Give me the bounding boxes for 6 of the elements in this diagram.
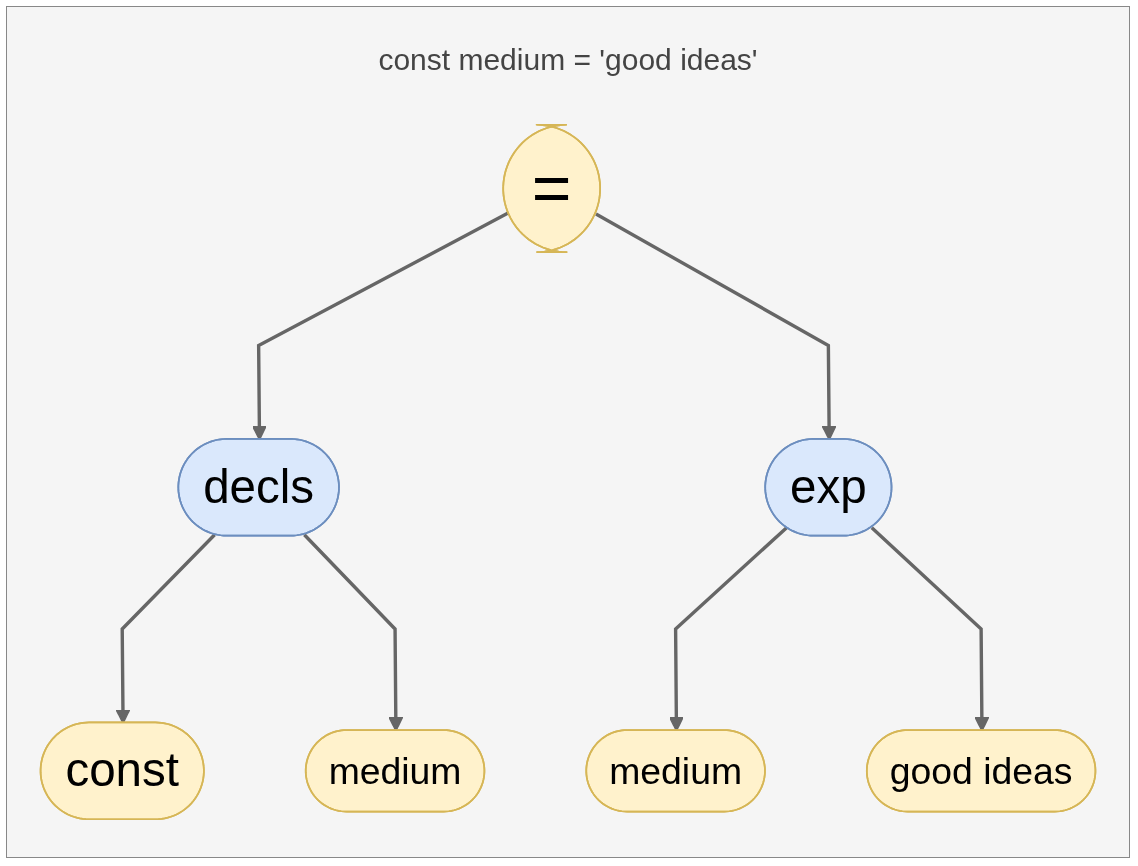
arrow — [303, 533, 404, 732]
diagram-background: const medium = 'good ideas' = decls exp const medium medium good ideas — [6, 6, 1130, 858]
diagram-title: const medium = 'good ideas' — [378, 43, 758, 77]
arrow — [668, 526, 788, 732]
arrow — [870, 526, 990, 732]
arrow — [115, 533, 216, 724]
